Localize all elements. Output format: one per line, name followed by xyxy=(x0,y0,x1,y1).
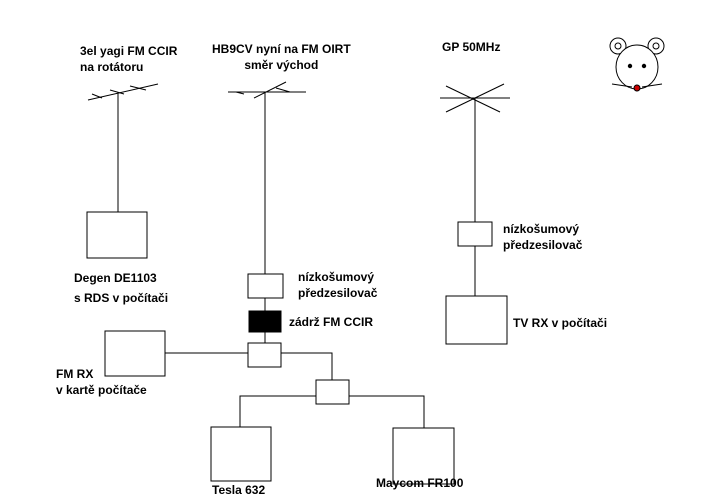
fm-rx-box xyxy=(104,330,166,377)
hb9cv-label: HB9CV nyní na FM OIRT směr východ xyxy=(212,42,351,72)
gp-label: GP 50MHz xyxy=(442,40,501,54)
tv-rx-box xyxy=(445,295,508,345)
splitter2-box xyxy=(315,379,350,405)
hb9cv-antenna-icon xyxy=(228,81,306,99)
yagi-label: 3el yagi FM CCIR na rotátoru xyxy=(80,44,178,74)
degen-box xyxy=(86,211,148,259)
lna-fm-label: nízkošumový předzesilovač xyxy=(298,270,378,300)
maycom-box xyxy=(392,427,455,485)
splitter1-box xyxy=(247,342,282,368)
degen-label: Degen DE1103 s RDS v počítači xyxy=(74,271,169,305)
tesla-label: Tesla 632 xyxy=(212,483,266,497)
tv-rx-label: TV RX v počítači xyxy=(513,316,608,330)
filter-box xyxy=(248,310,282,333)
maycom-label: Maycom FR100 xyxy=(376,476,464,490)
lna-gp-box xyxy=(457,221,493,247)
lna-fm-box xyxy=(247,273,284,299)
lna-gp-label: nízkošumový předzesilovač xyxy=(503,222,583,252)
mouse-logo-icon xyxy=(609,37,665,92)
yagi-antenna-icon xyxy=(87,83,159,101)
tesla-box xyxy=(210,426,272,482)
fm-rx-label: FM RX v kartě počítače xyxy=(56,367,147,397)
filter-label: zádrž FM CCIR xyxy=(289,315,373,329)
